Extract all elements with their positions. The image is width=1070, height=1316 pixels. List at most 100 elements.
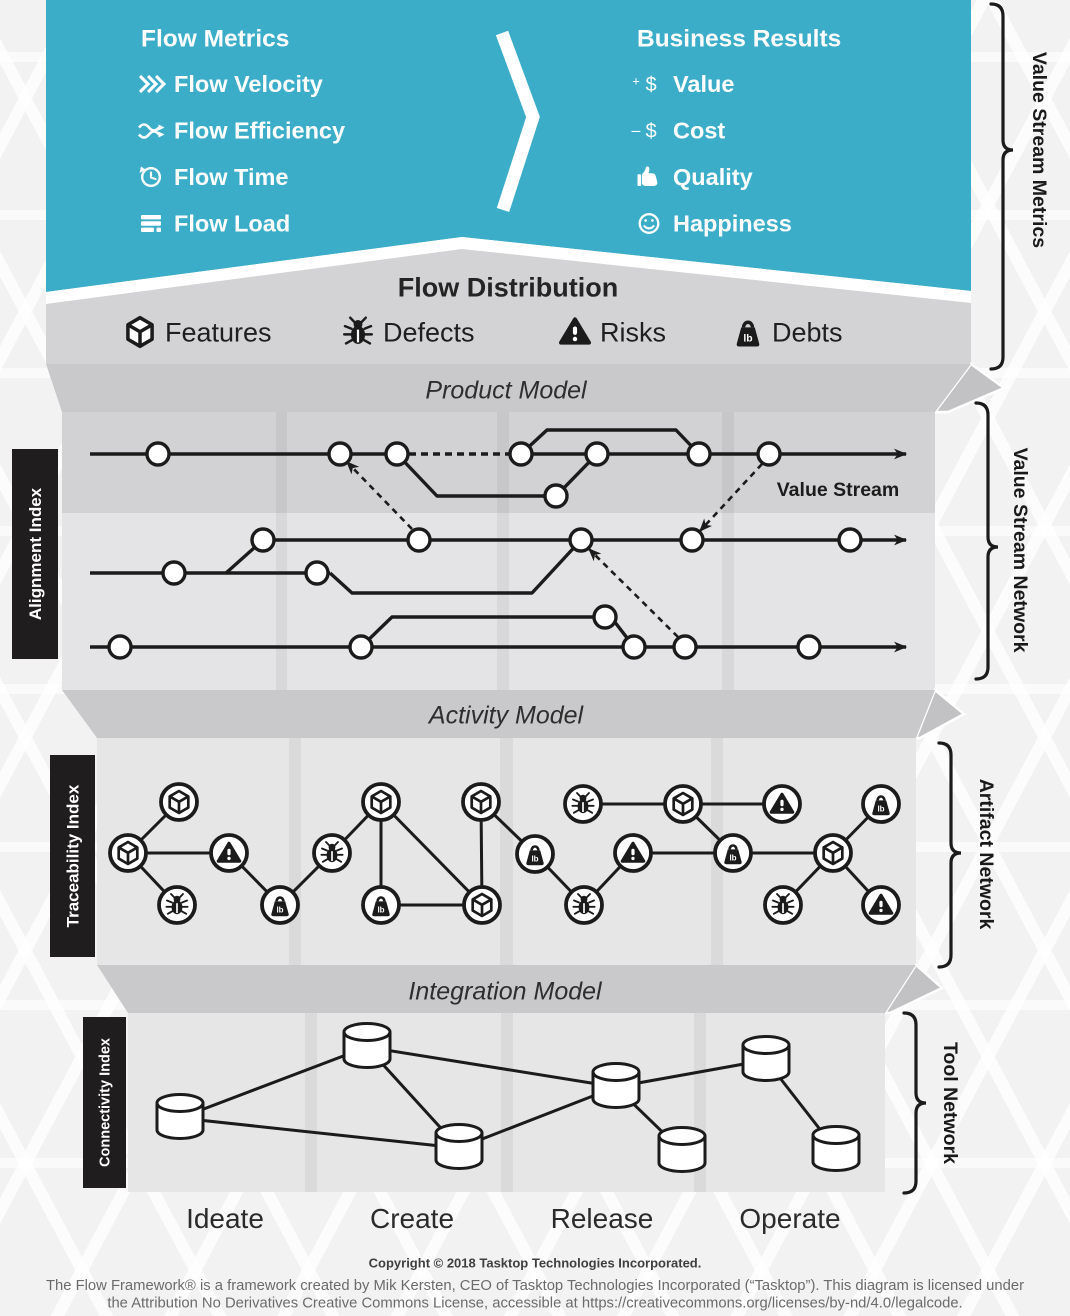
artifact-node-risk bbox=[209, 833, 249, 873]
phase-label-ideate: Ideate bbox=[186, 1203, 264, 1234]
happiness-icon bbox=[638, 213, 660, 234]
value-stream-node bbox=[543, 483, 569, 509]
tool-edge bbox=[179, 1045, 368, 1120]
artifact-node-feature bbox=[663, 784, 703, 824]
tool-edge bbox=[458, 1085, 617, 1150]
alignment-index-label: Alignment Index bbox=[26, 487, 45, 620]
artifact-node-feature bbox=[462, 885, 502, 925]
defect-icon bbox=[342, 316, 374, 345]
cost-icon: – $ bbox=[632, 121, 657, 143]
integration-model-title: Integration Model bbox=[408, 978, 603, 1006]
tool-database-icon bbox=[434, 1123, 484, 1170]
quality-label: Quality bbox=[673, 164, 753, 190]
flow-metrics-title: Flow Metrics bbox=[141, 26, 289, 53]
value-stream-node bbox=[592, 604, 618, 630]
flow-time-label: Flow Time bbox=[174, 164, 288, 190]
phase-label-create: Create bbox=[370, 1203, 454, 1234]
value-stream-network-label: Value Stream Network bbox=[1009, 448, 1031, 653]
value-stream-metrics-label: Value Stream Metrics bbox=[1028, 52, 1050, 248]
value-stream-node bbox=[672, 634, 698, 660]
dashed-link-arrow bbox=[346, 461, 413, 530]
value-stream-node bbox=[756, 441, 782, 467]
tool-database-icon bbox=[155, 1093, 205, 1140]
tool-edge bbox=[366, 1045, 617, 1089]
tool-database-icon bbox=[342, 1022, 392, 1069]
value-stream-node bbox=[145, 441, 171, 467]
connectivity-index-box bbox=[83, 1017, 126, 1188]
artifact-node-feature bbox=[108, 833, 148, 873]
happiness-label: Happiness bbox=[673, 211, 792, 237]
artifact-node-defect bbox=[312, 833, 352, 873]
column-divider bbox=[305, 1013, 317, 1192]
value-stream-node bbox=[327, 441, 353, 467]
artifact-node-defect bbox=[564, 885, 604, 925]
value-stream-node bbox=[686, 441, 712, 467]
flow-time-icon bbox=[139, 166, 162, 188]
artifact-node-feature bbox=[813, 833, 853, 873]
connectivity-index-label: Connectivity Index bbox=[98, 1038, 114, 1167]
value-stream-network bbox=[90, 428, 908, 660]
feature-icon bbox=[126, 315, 154, 349]
tool-network-brace bbox=[902, 1011, 927, 1195]
value-stream-line bbox=[395, 452, 599, 498]
artifact-node-feature bbox=[159, 782, 199, 822]
tool-database-icon bbox=[591, 1062, 641, 1109]
value-label: Value bbox=[673, 71, 734, 97]
flow-distribution-title: Flow Distribution bbox=[398, 273, 618, 303]
svg-text:lb: lb bbox=[531, 854, 538, 863]
tool-edge bbox=[179, 1116, 460, 1150]
column-divider bbox=[500, 738, 513, 965]
activity-model-title: Activity Model bbox=[427, 702, 585, 730]
artifact-node-defect bbox=[563, 784, 603, 824]
features-label: Features bbox=[165, 318, 272, 348]
value-stream-node bbox=[584, 441, 610, 467]
tool-database-icon bbox=[741, 1035, 791, 1082]
product-model-band bbox=[46, 364, 971, 412]
tool-database-icon bbox=[811, 1125, 861, 1172]
tool-database-icon bbox=[657, 1126, 707, 1173]
artifact-edge bbox=[379, 800, 484, 907]
artifact-node-defect bbox=[763, 885, 803, 925]
value-stream-node bbox=[837, 527, 863, 553]
value-stream-node bbox=[679, 527, 705, 553]
tool-edge bbox=[615, 1058, 767, 1089]
cost-label: Cost bbox=[673, 118, 725, 144]
value-stream-label: Value Stream bbox=[777, 479, 899, 501]
value-stream-node bbox=[621, 634, 647, 660]
flow-velocity-label: Flow Velocity bbox=[174, 71, 323, 97]
artifact-node-debt: lb bbox=[861, 784, 901, 824]
svg-text:lb: lb bbox=[743, 334, 752, 345]
value-stream-node bbox=[250, 527, 276, 553]
artifact-node-debt: lb bbox=[713, 833, 753, 873]
svg-text:+: + bbox=[632, 74, 640, 89]
product-model-title: Product Model bbox=[425, 377, 588, 405]
phase-label-release: Release bbox=[551, 1203, 654, 1234]
chevron-divider-icon bbox=[495, 30, 540, 212]
copyright-text: Copyright © 2018 Tasktop Technologies In… bbox=[369, 1256, 702, 1271]
dashed-link-arrow bbox=[588, 548, 679, 638]
artifact-node-defect bbox=[157, 885, 197, 925]
column-divider bbox=[497, 412, 509, 690]
svg-text:–: – bbox=[632, 123, 641, 140]
defects-label: Defects bbox=[383, 318, 475, 348]
value-icon: + $ bbox=[632, 74, 656, 97]
flow-load-icon bbox=[141, 215, 161, 232]
column-divider bbox=[722, 412, 734, 690]
artifact-network-brace bbox=[937, 741, 962, 969]
artifact-node-feature bbox=[361, 782, 401, 822]
traceability-index-box bbox=[50, 755, 95, 957]
artifact-node-feature bbox=[461, 782, 501, 822]
column-divider bbox=[276, 412, 287, 690]
integration-model-band bbox=[97, 965, 916, 1013]
value-stream-node bbox=[796, 634, 822, 660]
dashed-link-arrow bbox=[699, 463, 763, 532]
value-stream-node bbox=[384, 441, 410, 467]
value-stream-metrics-brace bbox=[989, 2, 1014, 371]
value-stream-node bbox=[304, 560, 330, 586]
debt-icon: lb bbox=[736, 320, 760, 347]
svg-text:$: $ bbox=[645, 121, 656, 143]
license-text-line2: the Attribution No Derivatives Creative … bbox=[107, 1296, 962, 1312]
